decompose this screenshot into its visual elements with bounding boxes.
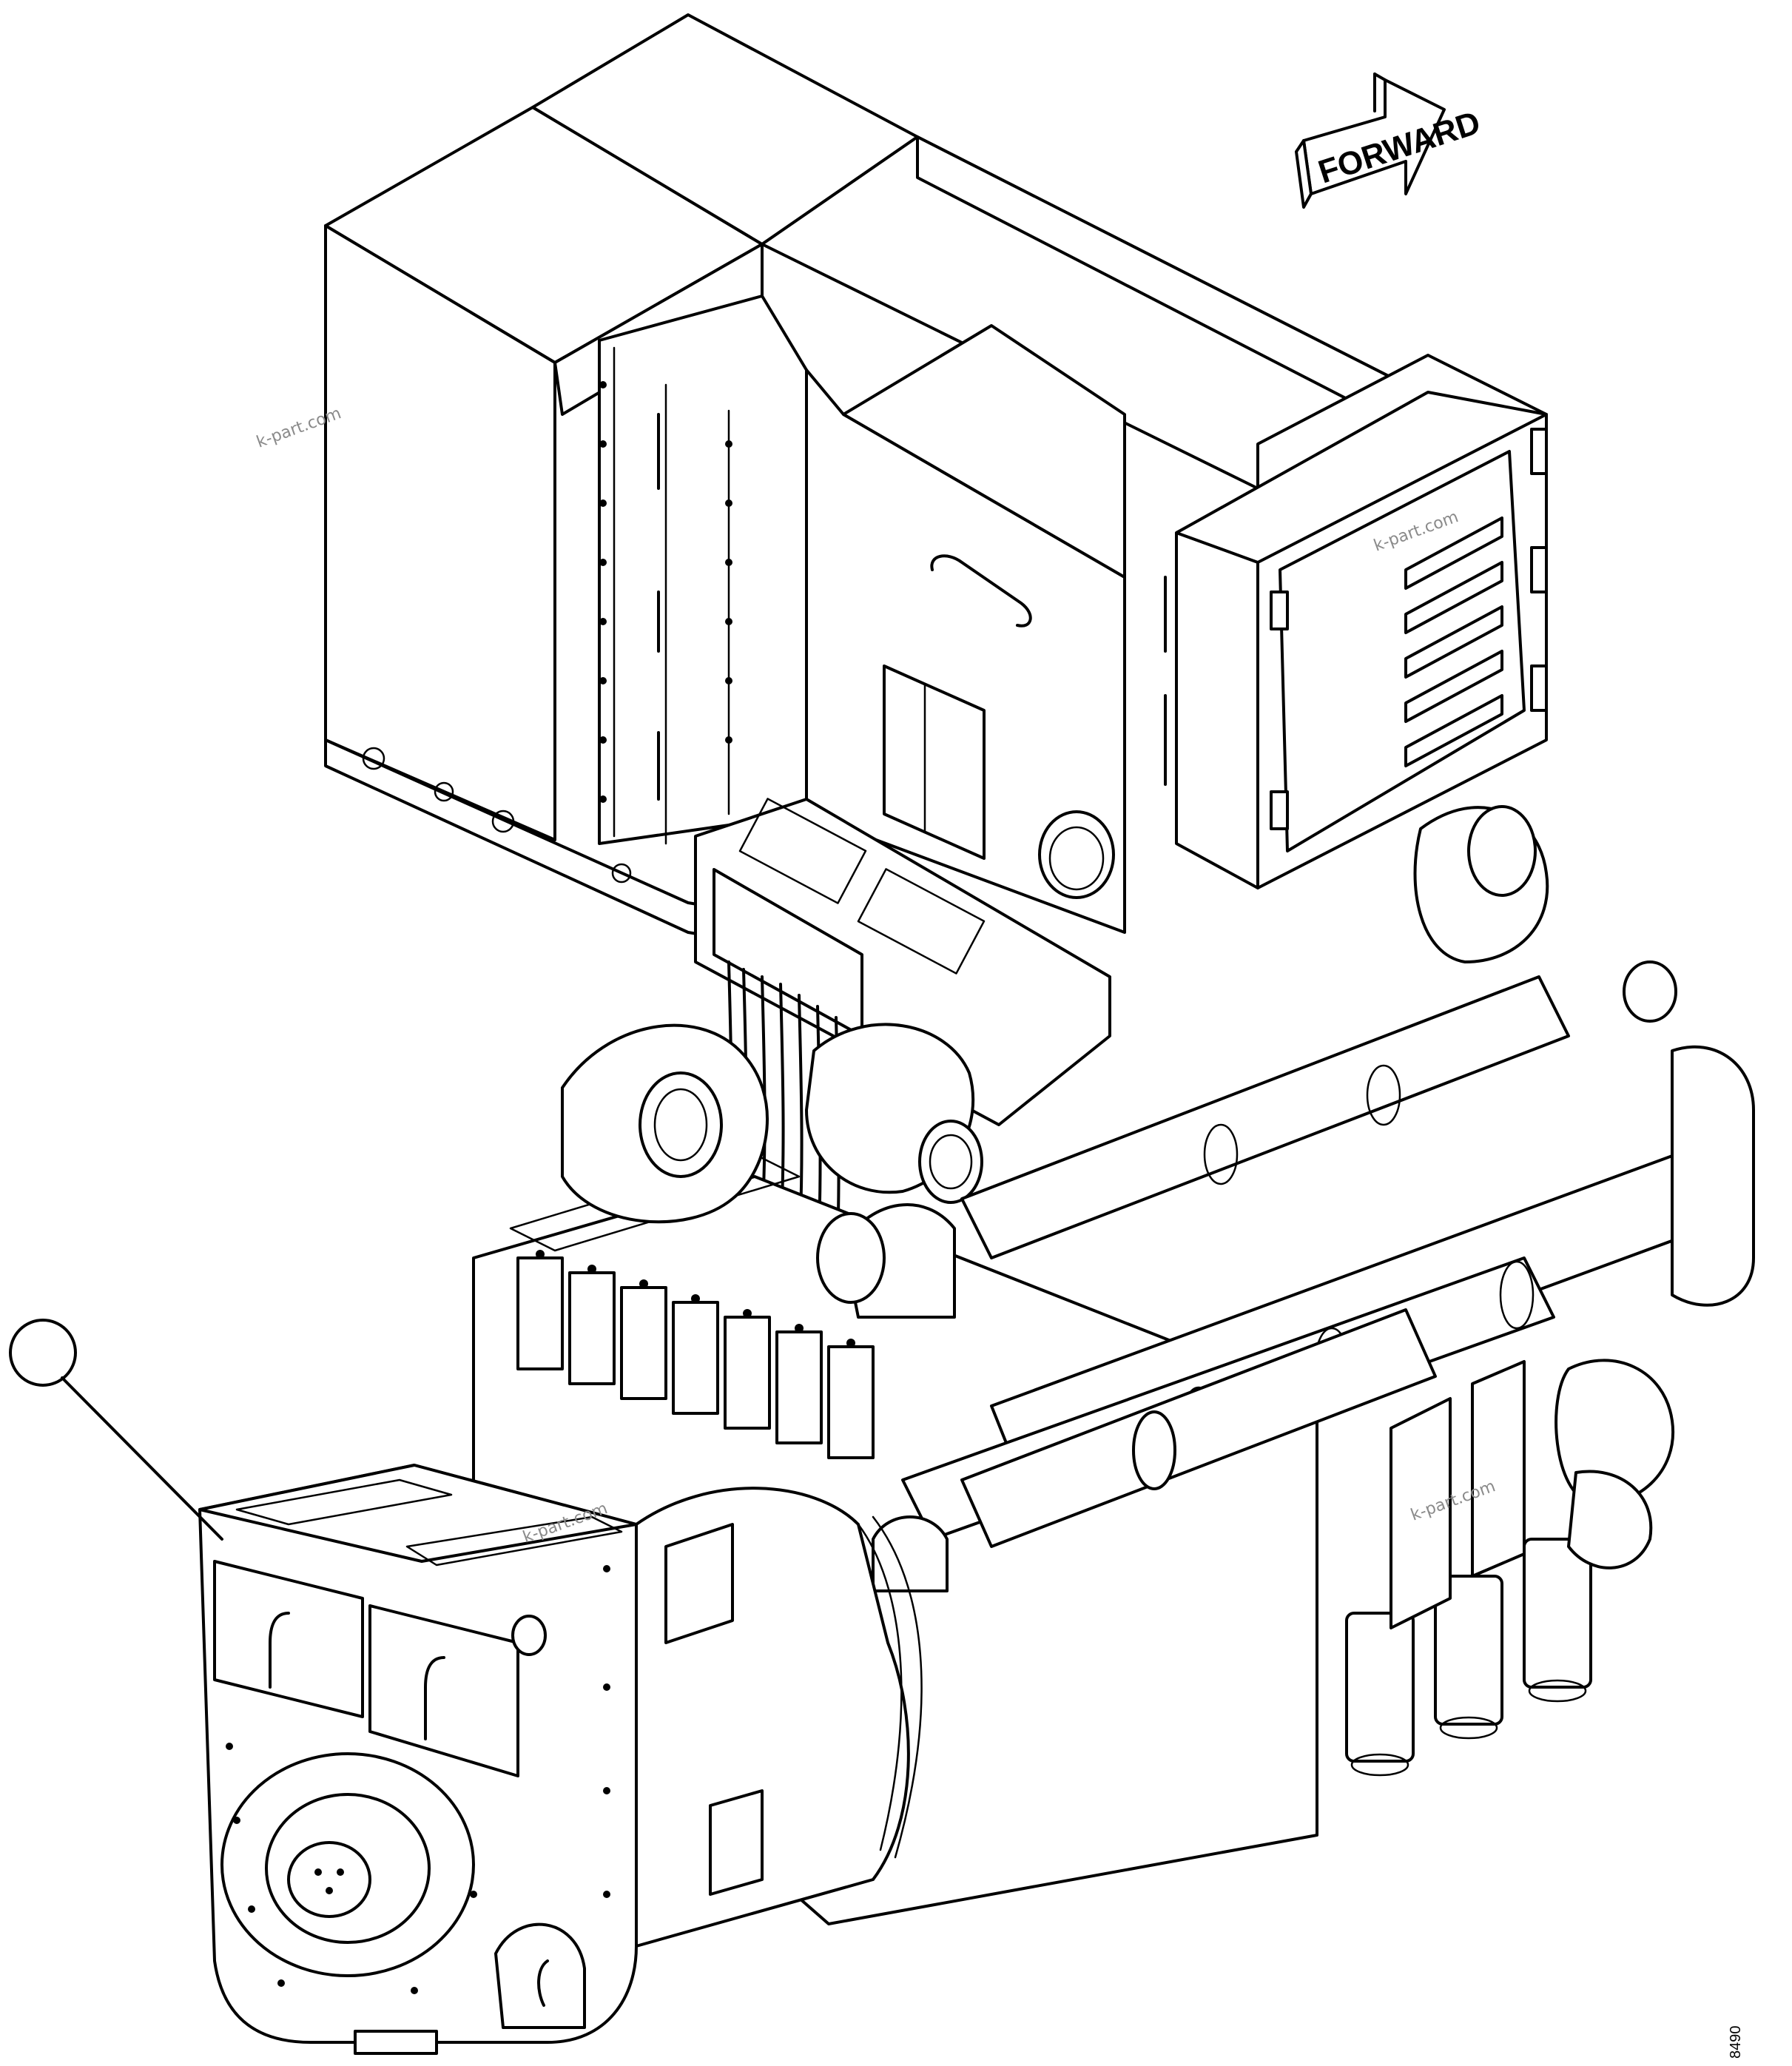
- louvers: [1404, 516, 1503, 767]
- cylinder-heads: [516, 1256, 875, 1459]
- intake-duct: [872, 1308, 1437, 1592]
- turbochargers: [561, 805, 1549, 1319]
- control-enclosure: [324, 13, 1407, 1000]
- enclosure-bolts: [599, 381, 732, 803]
- louvered-control-box: [1164, 354, 1548, 889]
- right-end-components: [1554, 960, 1755, 1569]
- drive-housing: [635, 1487, 923, 1948]
- fuel-filters: [1345, 1360, 1592, 1777]
- flywheel-housing: [198, 1464, 638, 2055]
- figure-code: 8490: [1728, 2026, 1744, 2059]
- forward-arrow: FORWARD: [1295, 73, 1485, 209]
- callout-1: [9, 1319, 223, 1541]
